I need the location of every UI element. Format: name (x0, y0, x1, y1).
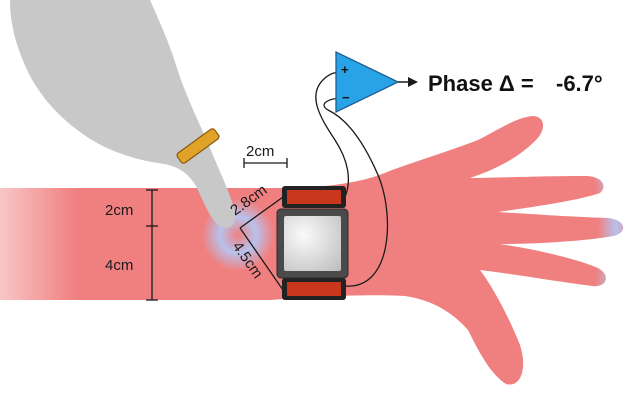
gold-ring (176, 128, 220, 164)
wire-top-electrode (315, 71, 349, 198)
scale-bar: 2cm (243, 143, 288, 168)
diagonal-dimensions (239, 196, 284, 291)
op-amp-minus-label: − (342, 90, 350, 105)
phase-label: Phase Δ = (428, 71, 534, 96)
dist-upper-label: 2cm (105, 202, 133, 219)
sensor-wires (315, 71, 389, 287)
scale-bar-label: 2cm (246, 143, 274, 160)
hand-silhouette (10, 0, 236, 228)
dist-lower-label: 4cm (105, 257, 133, 274)
op-amp-plus-label: + (341, 62, 349, 77)
vertical-dimension (146, 189, 158, 301)
op-amp-triangle (335, 50, 400, 114)
op-amp: + − (335, 50, 418, 114)
phase-value: -6.7° (556, 71, 603, 96)
watch-screen (284, 216, 341, 271)
pointing-hand (10, 0, 236, 228)
wearable-device (276, 186, 349, 300)
wire-bottom-electrode (323, 97, 389, 287)
output-arrow-icon (408, 77, 418, 87)
